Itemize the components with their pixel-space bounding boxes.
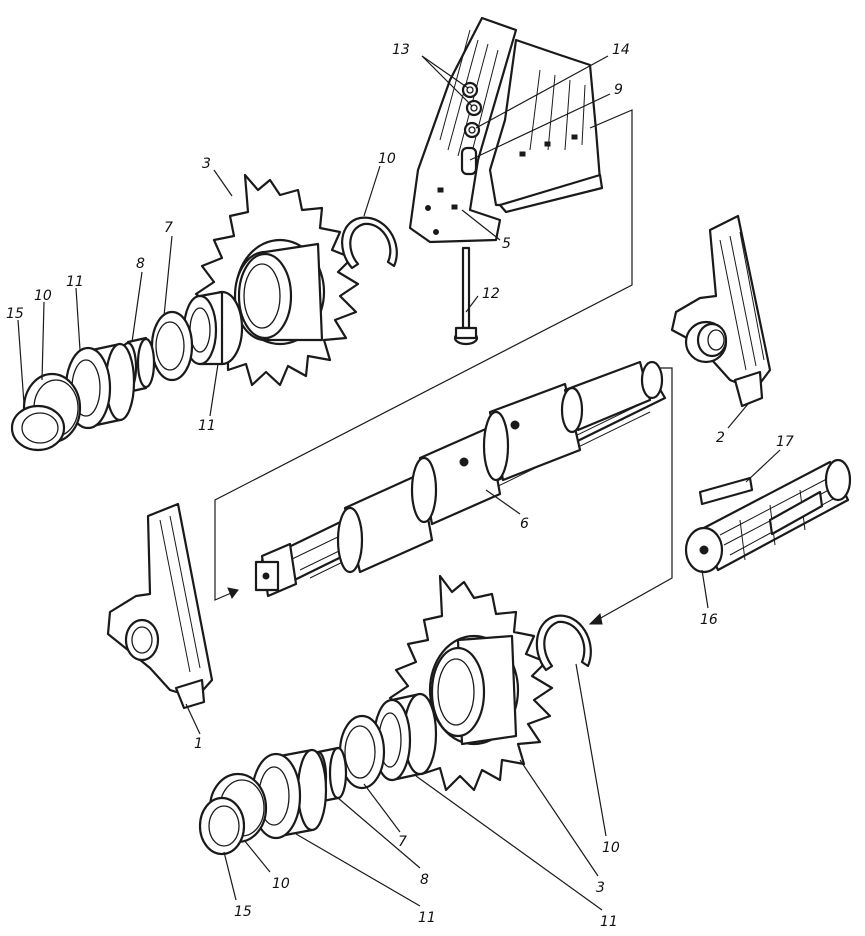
circlip-10-lower [535,614,592,672]
callout-11-upper-outer: 11 [66,274,84,290]
callout-3-lower: 3 [596,880,605,896]
callout-labels: 13 14 9 3 10 5 7 8 11 10 15 12 11 2 17 6… [6,42,794,930]
callout-9: 9 [614,82,623,98]
callout-15-lower: 15 [234,904,252,920]
key-17 [698,476,754,506]
arm-2 [670,214,772,408]
arm-1 [106,502,214,710]
ring-7-lower [338,714,386,790]
callout-10-upper-sprocket: 10 [378,151,396,167]
callout-1: 1 [194,736,203,752]
callout-10-lower-outer: 10 [272,876,290,892]
callout-5: 5 [502,236,511,252]
ring-7-upper [150,310,194,382]
bearing-11-lower-inner [372,692,438,782]
bearing-11-upper-inner [182,290,244,366]
callout-11-lower-inner: 11 [600,914,618,930]
callout-7-lower: 7 [398,834,407,850]
assembly-lines [214,109,673,625]
callout-14: 14 [612,42,630,58]
callout-10-upper-outer: 10 [34,288,52,304]
callout-3-upper: 3 [202,156,211,172]
callout-13: 13 [392,42,410,58]
callout-15-upper: 15 [6,306,24,322]
callout-10-lower-sprocket: 10 [602,840,620,856]
callout-11-upper-inner: 11 [198,418,216,434]
shaft-6 [254,360,667,598]
circlip-10-upper [341,216,398,270]
callout-2: 2 [716,430,725,446]
callout-12: 12 [482,286,500,302]
callout-16: 16 [700,612,718,628]
callout-11-lower-outer: 11 [418,910,436,926]
callout-17: 17 [776,434,794,450]
bracket-5 [408,16,604,244]
leader-lines [17,55,781,911]
ring-15-upper [10,404,66,452]
spacer-8-upper [118,336,156,394]
bolt-12 [453,246,479,346]
ring-15-lower [198,796,246,856]
callout-7-upper: 7 [164,220,173,236]
shaft-end-16 [684,458,852,574]
callout-8-upper: 8 [136,256,145,272]
callout-8-lower: 8 [420,872,429,888]
callout-6: 6 [520,516,529,532]
